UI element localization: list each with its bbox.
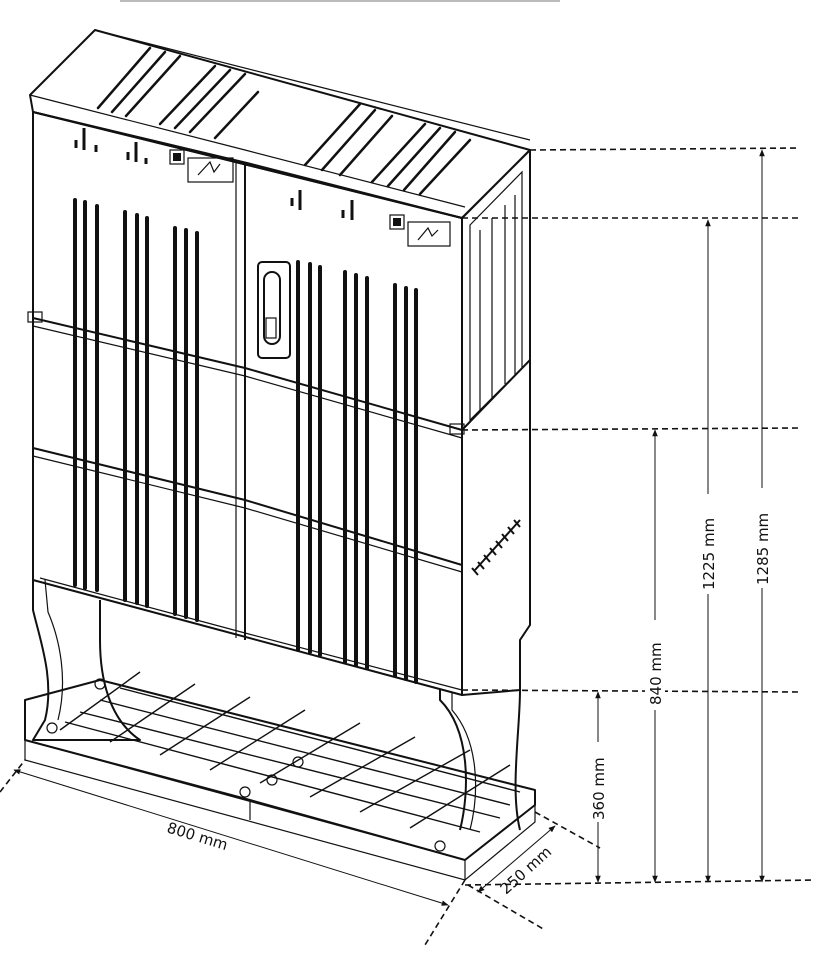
cabinet-roof [29,29,531,219]
cabinet-front [27,111,465,696]
dim-depth [477,825,556,893]
dimension-lines [0,147,816,946]
label-body-height: 1225 mm [700,518,718,590]
right-door [257,190,451,684]
left-door [73,128,234,622]
label-total-height: 1285 mm [754,513,772,585]
dimension-labels: 1285 mm 1225 mm 840 mm 360 mm 800 mm 250… [165,513,772,898]
door-handle [257,261,291,359]
dim-width [13,769,449,906]
cabinet-side-panel [461,149,531,696]
label-cabinet-height: 840 mm [647,642,665,705]
label-plinth-height: 360 mm [590,757,608,820]
cabinet-plinth [24,579,536,881]
label-width: 800 mm [165,819,230,855]
